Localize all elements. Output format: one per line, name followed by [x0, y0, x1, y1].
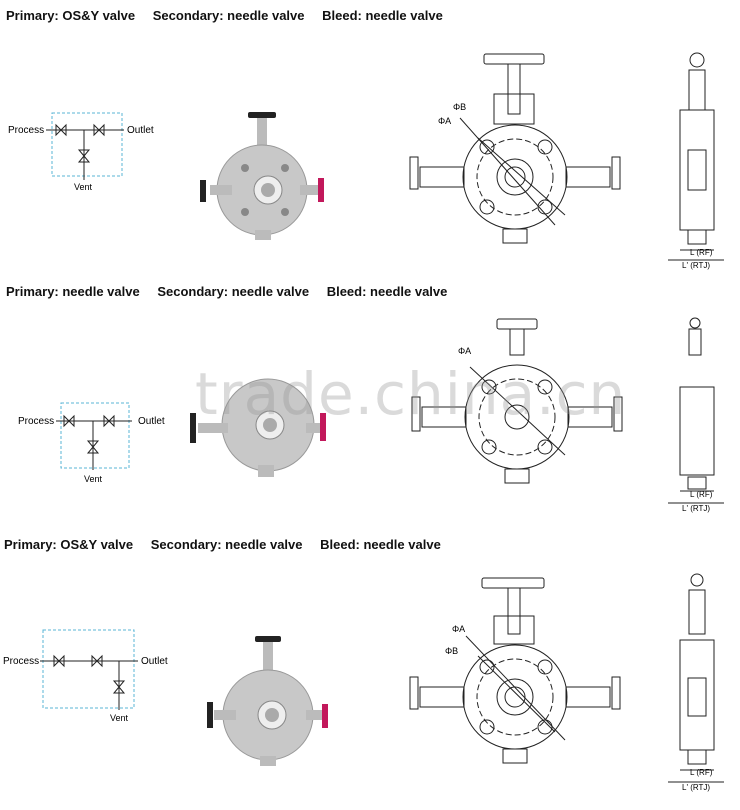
row2-3d-valve — [190, 378, 326, 477]
valve-symbol — [53, 654, 65, 668]
black-side-handle — [190, 413, 196, 443]
handwheel-side — [689, 52, 705, 68]
row3-drawings: Process Outlet Vent ΦA ΦB — [3, 573, 724, 792]
row2-heading: Primary: needle valve Secondary: needle … — [6, 284, 461, 299]
row3-side-drawing — [668, 573, 724, 783]
bleed-handle — [322, 704, 328, 728]
bore-hole — [261, 183, 275, 197]
row1-drawings: Process Outlet Vent ΦB ΦA — [8, 52, 724, 270]
black-side-handle — [207, 702, 213, 728]
handwheel — [483, 53, 545, 65]
dim-l-rf: L (RF) — [690, 248, 713, 257]
row3-heading: Primary: OS&Y valve Secondary: needle va… — [4, 537, 455, 552]
vent-valve-symbol — [112, 680, 126, 694]
row1-panel: Process Outlet Vent ΦB ΦA — [0, 30, 740, 280]
dim-phi-a: ΦA — [452, 624, 465, 634]
outlet-label: Outlet — [138, 416, 165, 427]
bleed-handle — [320, 413, 326, 441]
row1-side-drawing — [668, 52, 724, 261]
schematic-box — [42, 629, 135, 709]
row2-drawings: Process Outlet Vent ΦA L (RF) — [18, 317, 724, 513]
black-handle — [255, 636, 281, 642]
row3-bleed: Bleed: needle valve — [320, 537, 441, 552]
dim-l-rf: L (RF) — [690, 490, 713, 499]
process-label: Process — [3, 656, 39, 667]
vent-label: Vent — [84, 474, 103, 484]
valve-symbol — [63, 414, 75, 428]
dim-l-rtj: L' (RTJ) — [682, 783, 710, 792]
row1-3d-valve — [200, 112, 324, 240]
row2-secondary: Secondary: needle valve — [157, 284, 310, 299]
process-label: Process — [8, 125, 44, 136]
process-label: Process — [18, 416, 54, 427]
valve-symbol — [55, 123, 67, 137]
row2-side-drawing — [668, 317, 724, 504]
row2-schematic: Process Outlet Vent — [18, 402, 165, 484]
row3-3d-valve — [207, 636, 328, 766]
outlet-label: Outlet — [141, 656, 168, 667]
schematic-box — [60, 402, 130, 469]
row3-front-drawing — [409, 577, 621, 764]
flange-outline — [462, 124, 568, 230]
outlet-label: Outlet — [127, 125, 154, 136]
dim-l-rtj: L' (RTJ) — [682, 261, 710, 270]
row3-secondary: Secondary: needle valve — [150, 537, 303, 552]
dim-l-rtj: L' (RTJ) — [682, 504, 710, 513]
row2-primary: Primary: needle valve — [6, 284, 140, 299]
row3-schematic: Process Outlet Vent — [3, 629, 168, 723]
valve-symbol — [91, 654, 103, 668]
row1-schematic: Process Outlet Vent — [8, 112, 154, 192]
bleed-handle — [318, 178, 324, 202]
row1-heading: Primary: OS&Y valve Secondary: needle va… — [6, 8, 457, 23]
dim-phi-b: ΦB — [445, 646, 458, 656]
flange-outline — [462, 644, 568, 750]
vent-label: Vent — [110, 713, 129, 723]
row2-panel: Process Outlet Vent ΦA L (RF) — [0, 305, 740, 535]
vent-valve-symbol — [86, 440, 100, 454]
dim-l-rf: L (RF) — [690, 768, 713, 777]
row1-bleed: Bleed: needle valve — [322, 8, 443, 23]
row1-secondary: Secondary: needle valve — [152, 8, 305, 23]
vent-valve-symbol — [77, 149, 91, 163]
dim-phi-b: ΦB — [453, 102, 466, 112]
vent-label: Vent — [74, 182, 93, 192]
row1-front-drawing — [409, 53, 621, 244]
black-side-handle — [200, 180, 206, 202]
row3-panel: Process Outlet Vent ΦA ΦB — [0, 560, 740, 805]
valve-symbol — [103, 414, 115, 428]
stem — [257, 118, 267, 148]
row1-primary: Primary: OS&Y valve — [6, 8, 136, 23]
dim-phi-a: ΦA — [438, 116, 451, 126]
schematic-box — [51, 112, 123, 177]
valve-symbol — [93, 123, 105, 137]
row2-bleed: Bleed: needle valve — [326, 284, 448, 299]
row3-primary: Primary: OS&Y valve — [4, 537, 134, 552]
row2-front-drawing — [411, 318, 623, 484]
flange-outline — [464, 364, 570, 470]
black-handle — [248, 112, 276, 118]
dim-phi-a: ΦA — [458, 346, 471, 356]
